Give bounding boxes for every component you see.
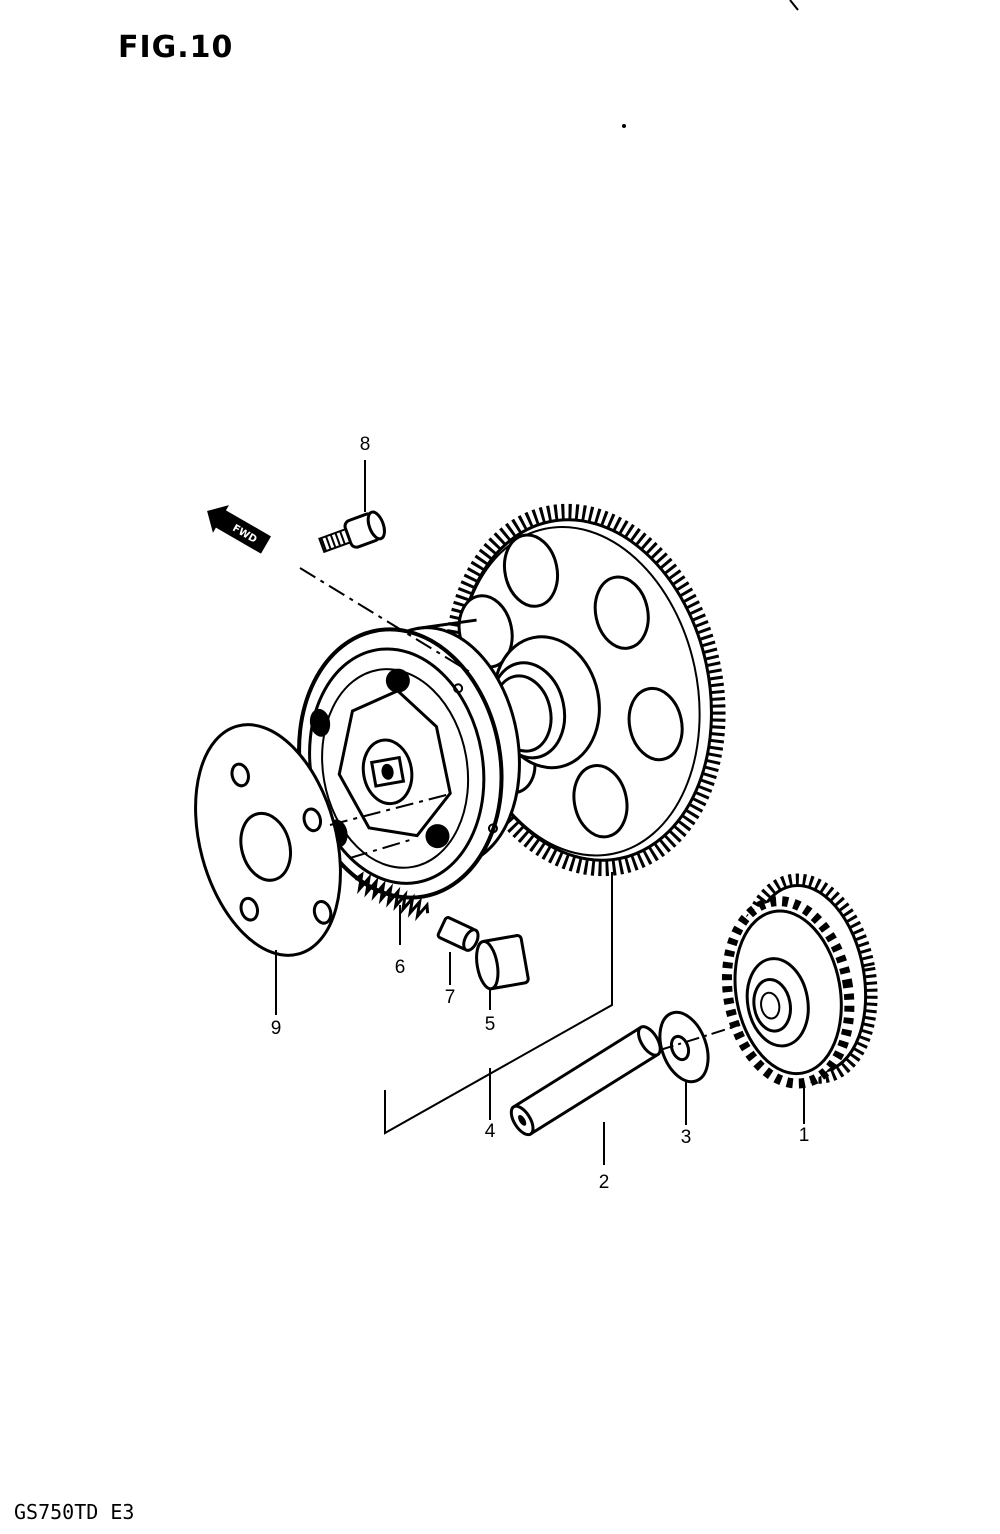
callout-9: 9 [271, 1018, 282, 1039]
shaft-icon [509, 1025, 662, 1137]
callout-4: 4 [485, 1121, 496, 1142]
scan-mark [789, 0, 799, 11]
idle-gear-icon [721, 873, 878, 1089]
callout-1: 1 [799, 1125, 810, 1146]
plate-icon [194, 723, 342, 957]
callout-labels: 1 2 3 4 5 6 7 8 9 [271, 434, 810, 1193]
cap-icon [436, 916, 480, 952]
figure-title: FIG.10 [118, 30, 234, 65]
callout-6: 6 [395, 957, 406, 978]
model-code-label: GS750TD E3 [14, 1500, 135, 1524]
callout-5: 5 [485, 1014, 496, 1035]
bolt-icon [318, 510, 386, 554]
callout-8: 8 [360, 434, 371, 455]
callout-3: 3 [681, 1127, 692, 1148]
roller-icon [475, 934, 530, 991]
callout-2: 2 [599, 1172, 610, 1193]
washer-icon [658, 1010, 710, 1084]
assembly-lines [275, 460, 805, 1165]
callout-7: 7 [445, 987, 456, 1008]
clutch-housing-icon [297, 618, 521, 900]
spring-icon [354, 871, 430, 922]
fwd-direction-arrow-icon: FWD [207, 505, 271, 554]
scan-speck [622, 124, 626, 128]
